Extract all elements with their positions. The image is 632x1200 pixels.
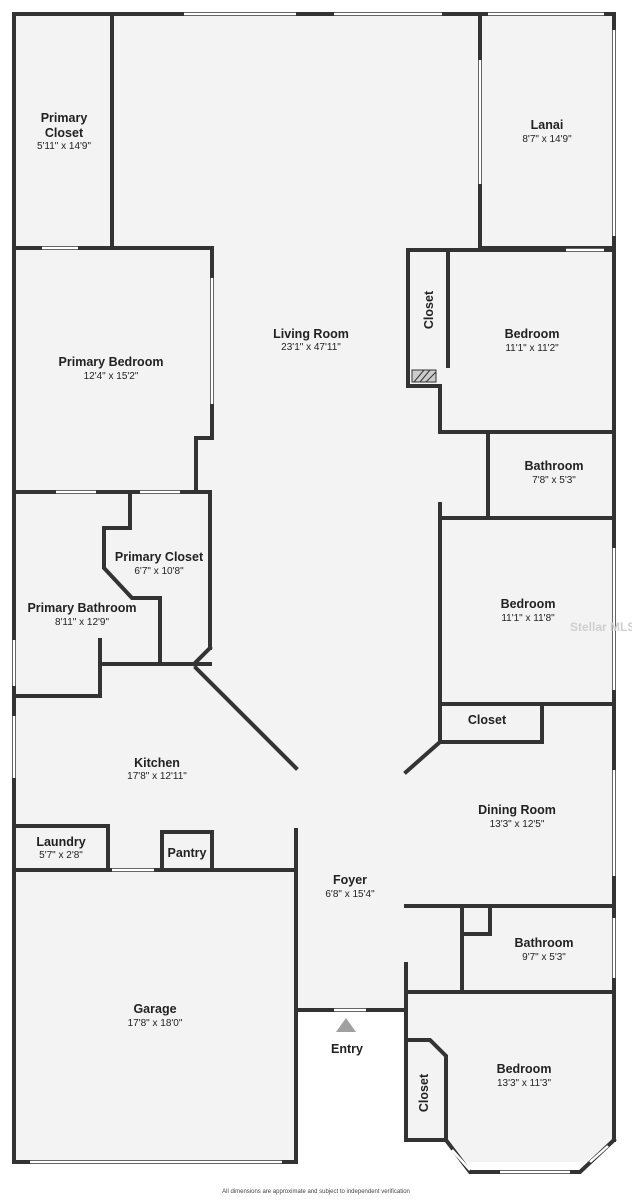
garage-label: Garage [133,1002,177,1016]
bedroom-1-label: Bedroom [504,327,560,341]
bedroom-3-label: Bedroom [496,1062,552,1076]
bathroom-1-dims: 7'8" x 5'3" [532,475,576,486]
primary-closet-2-label: Primary Closet [114,550,204,564]
dining-room-label: Dining Room [478,803,556,817]
laundry-dims: 5'7" x 2'8" [39,850,83,861]
closet-b-label: Closet [467,713,507,727]
primary-bathroom-label: Primary Bathroom [27,601,137,615]
bedroom-2-label: Bedroom [500,597,556,611]
bedroom-3-dims: 13'3" x 11'3" [496,1078,552,1089]
windows [12,12,616,1174]
exterior [296,1010,614,1200]
lanai-label: Lanai [530,118,564,132]
primary-closet-2-dims: 6'7" x 10'8" [134,566,184,577]
bathroom-1-label: Bathroom [524,459,584,473]
bedroom-1-dims: 11'1" x 11'2" [505,343,559,354]
garage-dims: 17'8" x 18'0" [127,1018,183,1029]
living-room-label: Living Room [273,327,349,341]
dining-room-dims: 13'3" x 12'5" [489,819,545,830]
closet-c-label: Closet [417,1073,431,1113]
shelf-hatch [411,369,437,383]
primary-closet-top-label-2: Closet [44,126,84,140]
foyer-label: Foyer [332,873,368,887]
entry-label: Entry [331,1042,363,1056]
closet-a-label: Closet [422,290,436,330]
entry-arrow-icon [336,1018,356,1032]
bathroom-2-label: Bathroom [514,936,574,950]
laundry-label: Laundry [36,835,86,849]
kitchen-label: Kitchen [134,756,180,770]
pantry-label: Pantry [167,846,207,860]
kitchen-dims: 17'8" x 12'11" [127,771,187,782]
lanai-dims: 8'7" x 14'9" [522,134,572,145]
watermark: Stellar MLS [570,620,632,634]
footer-disclaimer: All dimensions are approximate and subje… [222,1189,410,1195]
primary-bedroom-dims: 12'4" x 15'2" [83,371,139,382]
floor-fill [14,14,614,1162]
bedroom-2-dims: 11'1" x 11'8" [501,613,555,624]
living-room-dims: 23'1" x 47'11" [281,342,341,353]
primary-closet-top-dims: 5'11" x 14'9" [36,141,92,152]
primary-bathroom-dims: 8'11" x 12'9" [54,617,110,628]
primary-bedroom-label: Primary Bedroom [58,355,164,369]
foyer-dims: 6'8" x 15'4" [325,889,375,900]
primary-closet-top-label-1: Primary [40,111,88,125]
bathroom-2-dims: 9'7" x 5'3" [522,952,566,963]
